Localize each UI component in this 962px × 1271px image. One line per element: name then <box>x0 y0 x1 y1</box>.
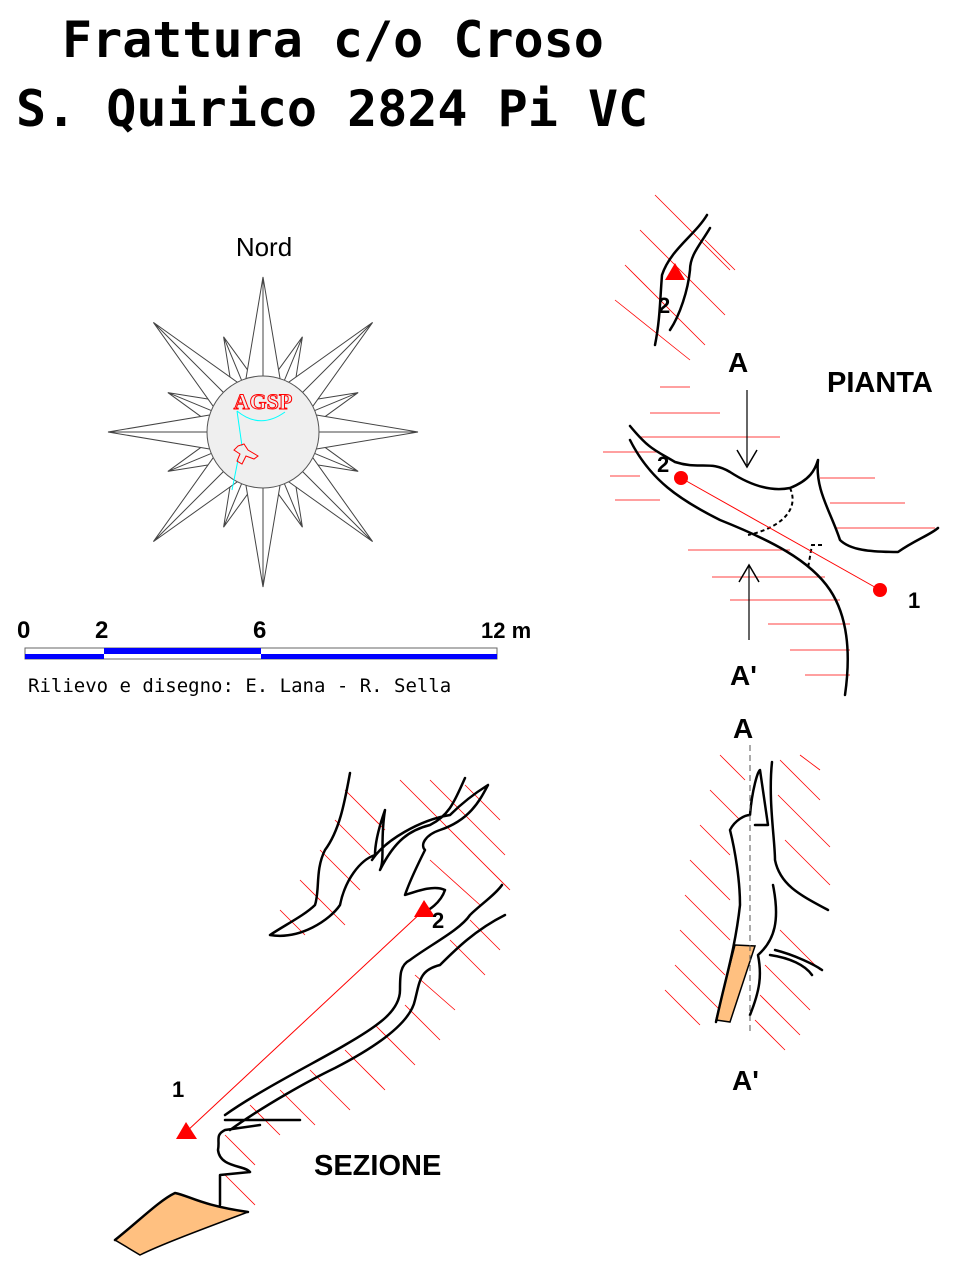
section-station-1: 1 <box>172 1077 184 1102</box>
north-label: Nord <box>236 232 292 262</box>
rope-icon <box>231 410 286 491</box>
plan-station-2-top: 2 <box>658 293 670 318</box>
compass-point <box>284 453 374 543</box>
compass-point <box>311 413 419 451</box>
plan-section-a: A <box>728 347 748 378</box>
caver-icon <box>233 443 259 465</box>
scale-tick-6: 6 <box>253 617 266 644</box>
station-marker-2 <box>414 900 435 917</box>
plan-view: 2 2 1 A A' PIANTA <box>603 194 940 697</box>
sediment-fill <box>715 944 757 1023</box>
arrow-up-icon <box>738 563 760 583</box>
compass-point <box>284 321 374 411</box>
station-marker-2 <box>674 471 688 485</box>
plan-station-2: 2 <box>657 452 669 477</box>
plan-hatching <box>603 194 935 676</box>
compass-point <box>107 413 215 451</box>
title-line1: Frattura c/o Croso <box>62 11 604 69</box>
cross-section-view: A A' <box>664 713 831 1096</box>
station-marker-1 <box>873 583 887 597</box>
longitudinal-section: 1 2 SEZIONE <box>113 771 511 1256</box>
scale-tick-0: 0 <box>17 617 30 644</box>
survey-leg <box>680 477 881 591</box>
cross-section-a: A <box>733 713 753 744</box>
scale-tick-12: 12 m <box>481 618 531 643</box>
title-line2: S. Quirico 2824 Pi VC <box>16 80 648 138</box>
plan-label: PIANTA <box>827 367 933 399</box>
scale-bar: 0 2 6 12 m Rilievo e disegno: E. Lana - … <box>17 617 531 697</box>
compass-point <box>244 276 282 384</box>
scale-tick-2: 2 <box>95 617 108 644</box>
compass-point <box>244 480 282 588</box>
credits: Rilievo e disegno: E. Lana - R. Sella <box>28 675 451 697</box>
section-label: SEZIONE <box>314 1150 441 1182</box>
plan-section-a-prime: A' <box>730 660 757 691</box>
cross-section-a-prime: A' <box>732 1065 759 1096</box>
compass-point <box>152 321 242 411</box>
survey-leg <box>185 909 425 1133</box>
station-marker-1 <box>176 1122 197 1139</box>
station-marker-2-top <box>665 263 685 280</box>
compass-center <box>206 375 320 489</box>
section-station-2: 2 <box>432 908 444 933</box>
compass-rose: Nord AGSP <box>107 232 419 588</box>
arrow-down-icon <box>736 449 758 469</box>
agsp-logo: AGSP <box>234 389 293 414</box>
compass-star-icon <box>107 276 419 588</box>
plan-station-1: 1 <box>908 588 920 613</box>
compass-point <box>152 453 242 543</box>
